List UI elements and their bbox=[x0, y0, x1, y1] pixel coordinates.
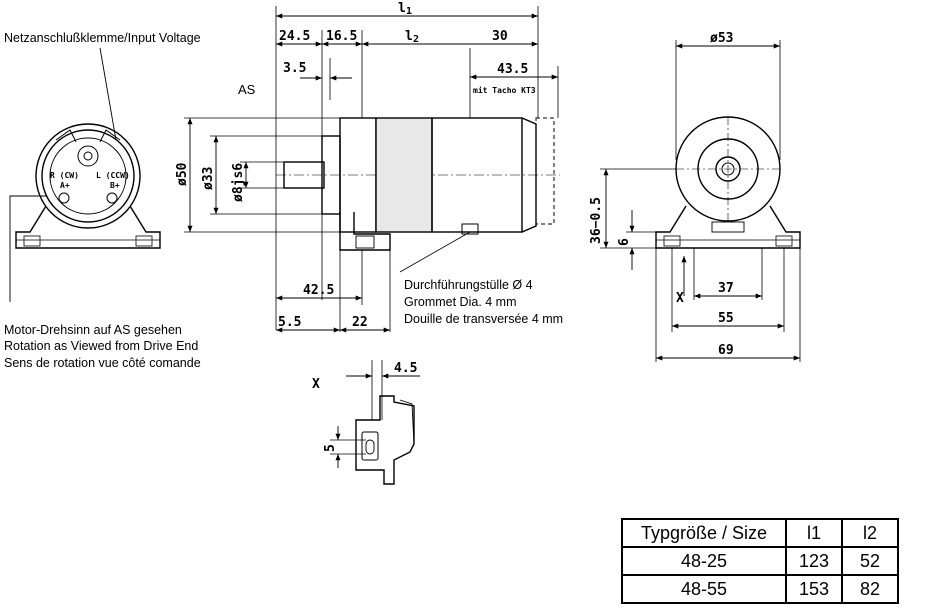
dim-16-5: 16.5 bbox=[326, 29, 357, 44]
dim-l1: l bbox=[398, 1, 406, 16]
end-view-rear bbox=[600, 40, 801, 362]
side-view-dimension-lines bbox=[187, 13, 558, 333]
table-row: 48-25 123 52 bbox=[621, 546, 899, 576]
terminal-left-polarity: A+ bbox=[60, 181, 70, 190]
dim-d53: ø53 bbox=[710, 31, 733, 46]
table-cell-size: 48-55 bbox=[621, 574, 787, 604]
terminal-labels: R (CW) A+ L (CCW) B+ bbox=[50, 171, 130, 190]
dim-l2-sub: 2 bbox=[413, 34, 419, 45]
grommet-note-en: Grommet Dia. 4 mm bbox=[404, 295, 517, 309]
dim-6: 6 bbox=[617, 238, 632, 246]
grommet-note-de: Durchführungstülle Ø 4 bbox=[404, 278, 533, 292]
as-label: AS bbox=[238, 82, 256, 97]
dim-36: 36−0.5 bbox=[589, 197, 604, 244]
terminal-left-direction: R (CW) bbox=[50, 171, 79, 180]
terminal-right-direction: L (CCW) bbox=[96, 171, 130, 180]
dim-69: 69 bbox=[718, 343, 734, 358]
dim-3-5: 3.5 bbox=[283, 61, 306, 76]
dim-4-5: 4.5 bbox=[394, 361, 417, 376]
rotation-note-de: Motor-Drehsinn auf AS gesehen bbox=[4, 323, 182, 337]
dim-37: 37 bbox=[718, 281, 734, 296]
input-voltage-note: Netzanschlußklemme/Input Voltage bbox=[4, 31, 201, 45]
table-cell-l2: 82 bbox=[841, 574, 899, 604]
dim-55: 55 bbox=[718, 311, 734, 326]
dim-42-5: 42.5 bbox=[303, 283, 334, 298]
terminal-right-polarity: B+ bbox=[110, 181, 120, 190]
size-table-header-row: Typgröße / Size l1 l2 bbox=[621, 518, 899, 548]
dim-5-5: 5.5 bbox=[278, 315, 301, 330]
table-cell-l1: 123 bbox=[785, 546, 843, 576]
rear-view-dimension-texts: ø53 36−0.5 6 37 55 69 X bbox=[589, 31, 734, 358]
grommet-note-fr: Douille de transversée 4 mm bbox=[404, 312, 564, 326]
detail-x-view bbox=[330, 360, 415, 485]
dim-d50: ø50 bbox=[175, 162, 190, 186]
dim-l2: l bbox=[405, 29, 413, 44]
table-cell-l1: 153 bbox=[785, 574, 843, 604]
table-cell-l2: 52 bbox=[841, 546, 899, 576]
dim-22: 22 bbox=[352, 315, 368, 330]
x-marker-detail: X bbox=[312, 377, 320, 392]
dim-43-5: 43.5 bbox=[497, 62, 528, 77]
table-cell-size: 48-25 bbox=[621, 546, 787, 576]
rotation-note-fr: Sens de rotation vue côté comande bbox=[4, 356, 201, 370]
size-table-header-l1: l1 bbox=[785, 518, 843, 548]
size-table: Typgröße / Size l1 l2 48-25 123 52 48-55… bbox=[621, 518, 899, 604]
dim-24-5: 24.5 bbox=[279, 29, 310, 44]
rear-view-dimension-lines bbox=[603, 43, 800, 361]
dim-d33: ø33 bbox=[201, 167, 216, 190]
dim-d8: ø8js6 bbox=[231, 163, 246, 202]
detail-x-dimension-lines bbox=[335, 373, 420, 468]
dim-5: 5 bbox=[323, 444, 338, 452]
size-table-header-l2: l2 bbox=[841, 518, 899, 548]
side-view-motor bbox=[184, 6, 560, 332]
end-view-drive-side bbox=[9, 47, 161, 302]
size-table-header-type: Typgröße / Size bbox=[621, 518, 787, 548]
side-view-dimension-texts: l 1 24.5 16.5 l 2 30 43.5 mit Tacho KT3 … bbox=[175, 1, 536, 330]
dim-30: 30 bbox=[492, 29, 508, 44]
detail-x-texts: X 4.5 5 bbox=[312, 361, 417, 452]
rotation-note-en: Rotation as Viewed from Drive End bbox=[4, 339, 199, 353]
tacho-label: mit Tacho KT3 bbox=[473, 85, 536, 95]
dim-l1-sub: 1 bbox=[406, 6, 412, 17]
x-marker-rear: X bbox=[676, 291, 684, 306]
table-row: 48-55 153 82 bbox=[621, 574, 899, 604]
